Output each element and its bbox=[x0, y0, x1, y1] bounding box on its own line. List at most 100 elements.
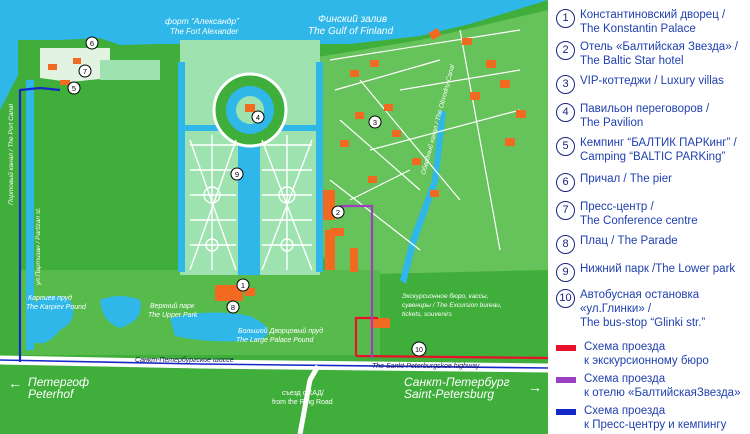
ring-road-label-en: from the Ring Road bbox=[272, 399, 333, 406]
marker-5[interactable]: 5 bbox=[67, 81, 81, 95]
legend-panel: 1 Константиновский дворец /The Konstanti… bbox=[548, 0, 750, 434]
svg-text:9: 9 bbox=[235, 170, 239, 179]
map-area[interactable]: форт “Александр” The Fort Alexander Финс… bbox=[0, 0, 548, 434]
legend-item-2[interactable]: 2 Отель «Балтийская Звезда» /The Baltic … bbox=[556, 40, 750, 68]
peterhof-label-en: Peterhof bbox=[28, 387, 75, 401]
svg-text:10: 10 bbox=[415, 347, 423, 354]
pier-area bbox=[40, 48, 110, 82]
legend-text: Автобусная остановка«ул.Глинки» /The bus… bbox=[580, 289, 706, 329]
legend-text: Павильон переговоров /The Pavilion bbox=[580, 103, 710, 129]
legend-item-8[interactable]: 8 Плац / The Parade bbox=[556, 234, 750, 254]
route-swatch-blue bbox=[556, 409, 576, 415]
svg-text:5: 5 bbox=[72, 84, 76, 93]
palace-pond-label-en: The Large Palace Pound bbox=[236, 337, 315, 344]
legend-number: 7 bbox=[556, 201, 575, 220]
marker-7[interactable]: 7 bbox=[78, 64, 92, 78]
excursion-label-3: tickets, souvenirs bbox=[402, 311, 453, 318]
route-red-highway bbox=[355, 354, 548, 360]
legend-item-6[interactable]: 6 Причал / The pier bbox=[556, 172, 750, 192]
svg-text:1: 1 bbox=[241, 281, 245, 290]
marker-3[interactable]: 3 bbox=[368, 115, 382, 129]
gulf-label-ru: Финский залив bbox=[318, 14, 387, 25]
legend-text: Причал / The pier bbox=[580, 173, 672, 185]
ring-road-label-ru: съезд с КАД/ bbox=[282, 390, 324, 397]
excursion-label-1: Экскурсионное бюро, кассы, bbox=[402, 292, 489, 300]
spb-label-en: Saint-Petersburg bbox=[404, 387, 494, 401]
legend-item-3[interactable]: 3 VIP-коттеджи / Luxury villas bbox=[556, 74, 750, 94]
legend-text: Плац / The Parade bbox=[580, 235, 678, 247]
svg-text:8: 8 bbox=[231, 303, 235, 312]
spb-label-ru: Санкт-Петербург bbox=[404, 375, 510, 389]
marker-8[interactable]: 8 bbox=[226, 300, 240, 314]
legend-number: 9 bbox=[556, 263, 575, 282]
marker-10[interactable]: 10 bbox=[411, 341, 427, 357]
port-canal-label: Портовый канал / The Port Canal bbox=[7, 103, 15, 205]
marker-2[interactable]: 2 bbox=[331, 205, 345, 219]
legend-item-5[interactable]: 5 Кемпинг “БАЛТИК ПАРКинг” /Camping “BAL… bbox=[556, 136, 750, 164]
legend-number: 3 bbox=[556, 75, 575, 94]
svg-text:7: 7 bbox=[83, 67, 87, 76]
legend-item-1[interactable]: 1 Константиновский дворец /The Konstanti… bbox=[556, 8, 750, 36]
legend-number: 2 bbox=[556, 41, 575, 60]
route-purple bbox=[340, 204, 374, 358]
legend-text: Нижний парк /The Lower park bbox=[580, 263, 736, 275]
west-side-canal bbox=[178, 62, 185, 272]
ring-road-exit bbox=[297, 364, 321, 434]
route-blue bbox=[18, 86, 61, 362]
obvodny-canal bbox=[400, 110, 446, 284]
gulf-label-en: The Gulf of Finland bbox=[308, 26, 393, 37]
port-canal bbox=[26, 80, 34, 350]
map-svg: форт “Александр” The Fort Alexander Финс… bbox=[0, 0, 548, 434]
legend-number: 6 bbox=[556, 173, 575, 192]
upper-park-label-ru: Верхний парк bbox=[150, 302, 195, 310]
marker-4[interactable]: 4 bbox=[251, 110, 265, 124]
highway-label-ru: Санкт-Петербургское шоссе bbox=[135, 356, 234, 364]
legend-text: Кемпинг “БАЛТИК ПАРКинг” /Camping “BALTI… bbox=[580, 137, 737, 163]
upper-park-area bbox=[20, 270, 380, 355]
legend-number: 8 bbox=[556, 235, 575, 254]
fort-label-ru: форт “Александр” bbox=[165, 16, 240, 26]
legend-item-10[interactable]: 10 Автобусная остановка«ул.Глинки» /The … bbox=[556, 288, 750, 330]
svg-text:6: 6 bbox=[90, 39, 94, 48]
legend-text: VIP-коттеджи / Luxury villas bbox=[580, 75, 724, 87]
marker-6[interactable]: 6 bbox=[85, 36, 99, 50]
press-centre-grounds bbox=[100, 60, 160, 80]
partizan-label: ул.Партизан / Partizan st. bbox=[35, 207, 42, 286]
fort-label-en: The Fort Alexander bbox=[170, 27, 239, 36]
legend-item-7[interactable]: 7 Пресс-центр /The Conference centre bbox=[556, 200, 750, 228]
highway-label-en: The Sankt-Peterburgskoe highway bbox=[372, 363, 480, 370]
legend-text: Константиновский дворец /The Konstantin … bbox=[580, 9, 726, 35]
peterhof-arrow: ← bbox=[8, 375, 22, 391]
route-red bbox=[354, 316, 378, 356]
upper-pond bbox=[100, 296, 141, 328]
svg-text:4: 4 bbox=[256, 113, 260, 122]
legend-number: 5 bbox=[556, 137, 575, 156]
excursion-label-2: сувениры / The Excursion bureau, bbox=[402, 302, 502, 309]
palace-pond-label-ru: Большой Дворцовый пруд bbox=[238, 327, 323, 335]
legend-number: 1 bbox=[556, 9, 575, 28]
east-paths bbox=[329, 29, 521, 251]
peterhof-label-ru: Петергоф bbox=[28, 375, 89, 389]
karpiev-pond bbox=[30, 296, 74, 344]
marker-9[interactable]: 9 bbox=[230, 167, 244, 181]
highway-blue-route bbox=[0, 359, 548, 369]
route-swatch-purple bbox=[556, 377, 576, 383]
marker-1[interactable]: 1 bbox=[236, 278, 250, 292]
legend-item-4[interactable]: 4 Павильон переговоров /The Pavilion bbox=[556, 102, 750, 130]
svg-text:3: 3 bbox=[373, 118, 377, 127]
buildings bbox=[48, 28, 526, 328]
legend-item-9[interactable]: 9 Нижний парк /The Lower park bbox=[556, 262, 750, 282]
legend-number: 4 bbox=[556, 103, 575, 122]
karpiev-label-en: The Karpiev Pound bbox=[26, 304, 87, 311]
legend-text: Отель «Балтийская Звезда» /The Baltic St… bbox=[580, 41, 738, 67]
legend-number: 10 bbox=[556, 289, 575, 308]
palace-pond bbox=[170, 312, 268, 342]
east-side-canal bbox=[316, 62, 323, 272]
spb-arrow: → bbox=[528, 379, 542, 395]
